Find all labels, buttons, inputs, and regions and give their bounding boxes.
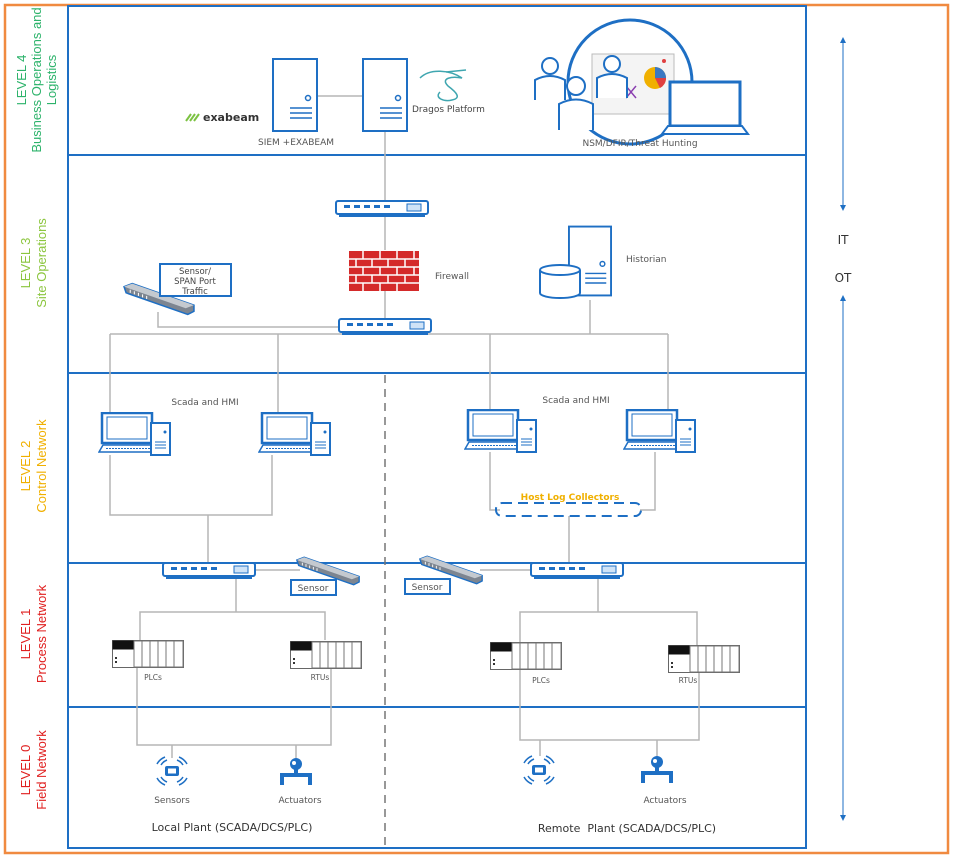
dragos-label: Dragos Platform — [412, 105, 485, 115]
host-log-collectors-label: Host Log Collectors — [521, 493, 620, 503]
level2-subtitle: Control Network — [34, 419, 49, 513]
level0-zone — [67, 706, 807, 849]
it-switch-icon — [335, 200, 429, 217]
remote-sensor-label: Sensor — [412, 583, 443, 593]
local-plc-icon — [112, 640, 184, 668]
local-plant-switch-icon — [162, 562, 256, 579]
actuator-icon — [280, 756, 312, 786]
level3-title: LEVEL 3 — [18, 238, 33, 289]
span-sensor-label-1: Sensor/ — [179, 267, 211, 277]
span-sensor-callout: Sensor/ SPAN Port Traffic — [159, 263, 232, 297]
local-sensor-label: Sensor — [298, 584, 329, 594]
dragos-server-icon — [362, 58, 408, 132]
scada-hmi-left-label: Scada and HMI — [171, 398, 238, 408]
hmi-workstation-icon — [258, 412, 332, 456]
hmi-workstation-icon — [464, 409, 538, 453]
remote-rtu-icon — [668, 645, 740, 673]
exabeam-logo: exabeam — [185, 111, 259, 124]
dragos-logo-icon — [419, 69, 467, 102]
level0-subtitle: Field Network — [34, 730, 49, 810]
level2-title: LEVEL 2 — [18, 441, 33, 492]
historian-label: Historian — [626, 255, 666, 265]
remote-rtu-label: RTUs — [679, 676, 698, 685]
ot-core-switch-icon — [338, 318, 432, 335]
remote-plc-label: PLCs — [532, 676, 550, 685]
level1-subtitle: Process Network — [34, 584, 49, 683]
level3-subtitle: Site Operations — [34, 218, 49, 308]
remote-plant-label: Remote Plant (SCADA/DCS/PLC) — [538, 822, 716, 835]
field-sensor-icon — [523, 755, 555, 785]
local-plc-label: PLCs — [144, 673, 162, 682]
firewall-label: Firewall — [435, 272, 469, 282]
level0-title: LEVEL 0 — [18, 745, 33, 796]
network-wires — [109, 95, 700, 758]
scada-hmi-right-label: Scada and HMI — [542, 396, 609, 406]
exabeam-logo-text: exabeam — [203, 111, 259, 124]
actuator-icon — [641, 754, 673, 784]
remote-plant-switch-icon — [530, 562, 624, 579]
level4-subtitle2: Logistics — [44, 54, 59, 105]
nsm-label: NSM/DFIR/Threat Hunting — [582, 139, 697, 149]
level-labels: LEVEL 4 Business Operations and Logistic… — [14, 7, 59, 809]
actuators-right-label: Actuators — [643, 796, 686, 806]
local-rtu-label: RTUs — [311, 673, 330, 682]
host-log-collectors-group — [495, 502, 642, 517]
span-sensor-label-3: Traffic — [181, 287, 208, 297]
firewall-icon — [349, 251, 419, 291]
local-plant-label: Local Plant (SCADA/DCS/PLC) — [152, 821, 313, 834]
span-sensor-label-2: SPAN Port — [174, 277, 216, 287]
nsm-team-illustration — [534, 18, 750, 146]
hmi-workstation-icon — [98, 412, 172, 456]
historian-database-icon — [539, 264, 581, 299]
siem-server-icon — [272, 58, 318, 132]
hmi-workstation-icon — [623, 409, 697, 453]
sensors-label: Sensors — [154, 796, 190, 806]
local-rtu-icon — [290, 641, 362, 669]
ot-label: OT — [835, 271, 852, 285]
level1-title: LEVEL 1 — [18, 609, 33, 660]
field-sensor-icon — [156, 756, 188, 786]
it-label: IT — [838, 233, 850, 247]
local-sensor-callout — [290, 579, 337, 596]
level4-title: LEVEL 4 — [14, 55, 29, 106]
actuators-left-label: Actuators — [278, 796, 321, 806]
siem-label: SIEM +EXABEAM — [258, 138, 334, 148]
level4-subtitle: Business Operations and — [29, 7, 44, 152]
remote-plc-icon — [490, 642, 562, 670]
remote-sensor-callout — [404, 578, 451, 595]
